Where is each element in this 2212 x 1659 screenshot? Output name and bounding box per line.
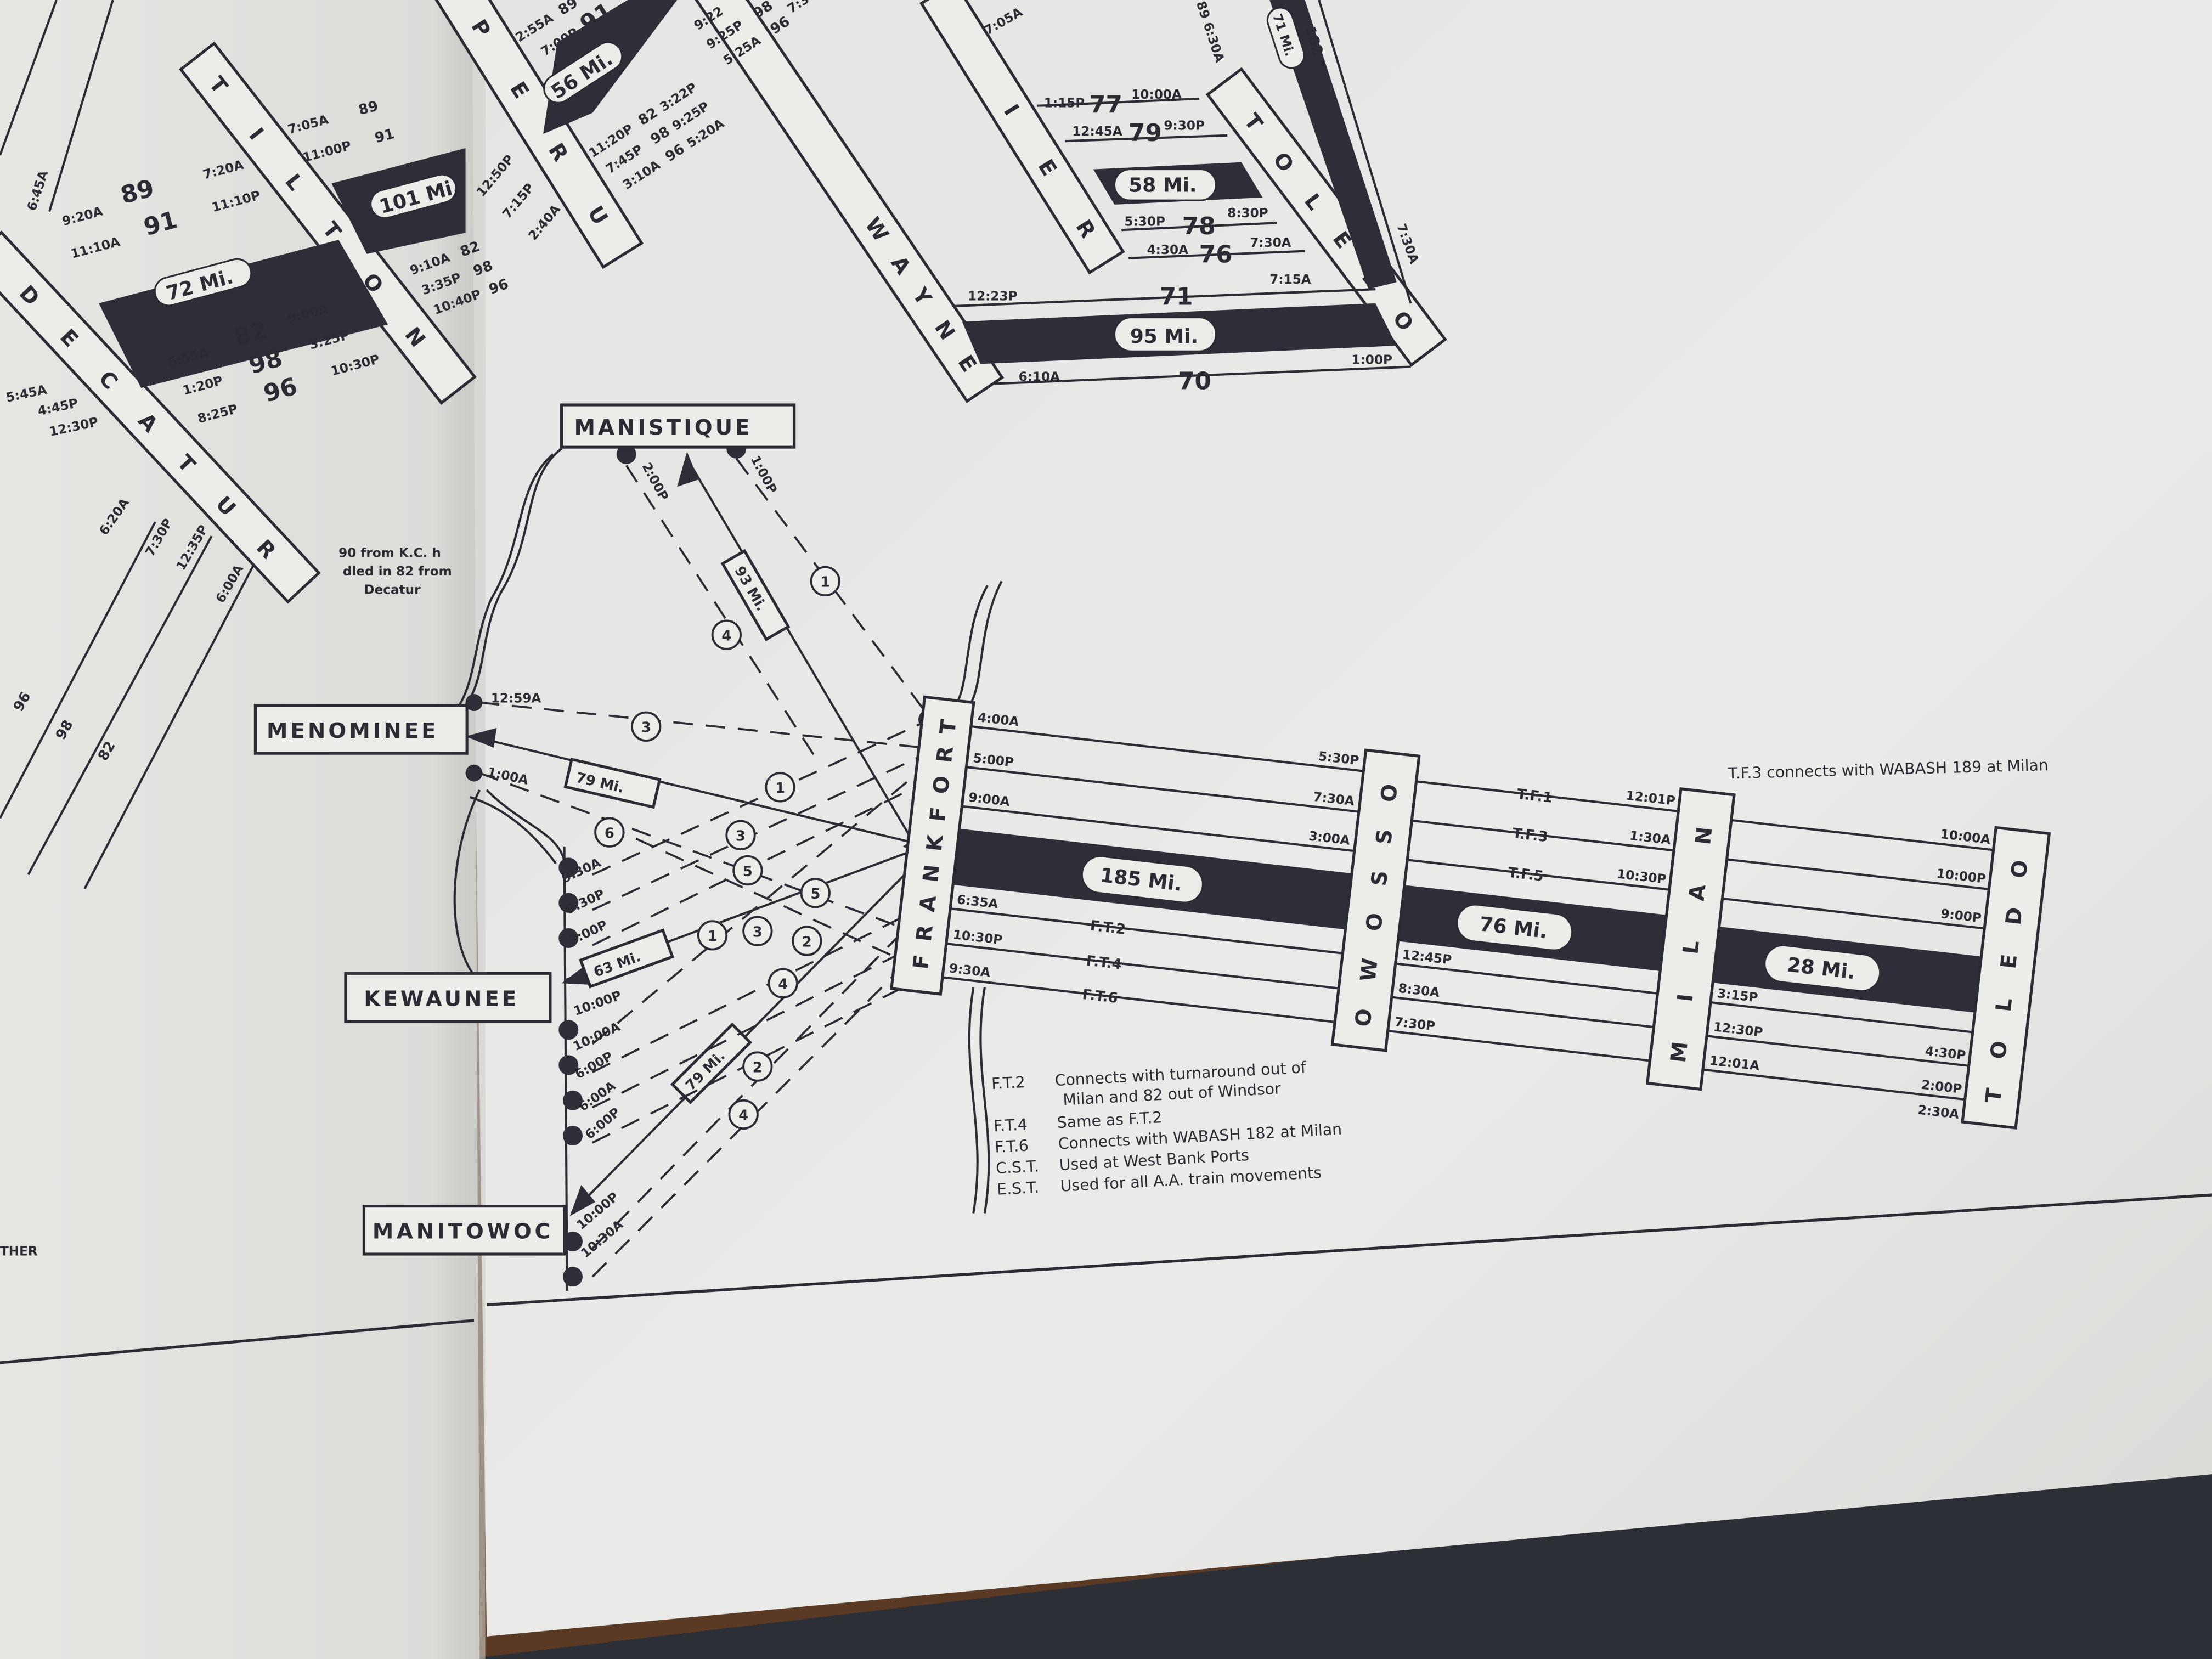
train-71-num: 71 <box>1160 283 1193 311</box>
boat-number: 3 <box>753 924 763 940</box>
boat-number: 5 <box>743 864 753 880</box>
train-79-dep: 12:45A <box>1072 125 1122 139</box>
boat-number: 2 <box>753 1059 763 1076</box>
port-box-menominee <box>253 704 469 755</box>
port-label-manitowoc: MANITOWOC <box>373 1220 553 1244</box>
boat-number-circle <box>631 711 662 742</box>
boat-number-circle <box>742 1051 773 1082</box>
boat-number: 2 <box>802 934 812 950</box>
gutter-shadow <box>454 0 486 1659</box>
train-78-arr: 8:30P <box>1227 206 1268 221</box>
fo-bot-2-train: F.T.4 <box>1085 953 1122 973</box>
om-top-3-train: T.F.5 <box>1507 865 1544 885</box>
lake-ports: MANISTIQUE MENOMINEE KEWAUNEE MANITOWOC … <box>253 403 1003 1291</box>
shoreline <box>453 448 566 974</box>
note-key-est: E.S.T. <box>996 1178 1039 1199</box>
station-box-tilton <box>178 41 477 405</box>
station-box-owosso <box>1330 748 1421 1052</box>
distance-58: 58 Mi. <box>1128 174 1197 197</box>
station-box-decatur <box>0 230 321 604</box>
left-note-2: dled in 82 from <box>343 565 452 579</box>
boat-number-circles: 1 4 3 1 6 3 5 5 3 1 2 4 2 4 <box>594 566 840 1130</box>
boat-number: 1 <box>708 928 718 945</box>
boat-number-circle <box>594 817 625 848</box>
train-76-num: 76 <box>1199 240 1233 268</box>
station-box-toledo <box>1961 826 2051 1130</box>
train-79-num: 79 <box>1128 119 1162 147</box>
port-box-kewaunee <box>344 972 552 1023</box>
note-key-cst: C.S.T. <box>995 1157 1039 1177</box>
train-76-arr: 7:30A <box>1250 236 1291 250</box>
boat-number: 1 <box>820 574 830 591</box>
train-70-arr: 1:00P <box>1351 353 1392 367</box>
menominee-time-1: 12:59A <box>491 692 541 706</box>
note-key-ft2: F.T.2 <box>991 1073 1025 1093</box>
boat-number-circle <box>742 916 773 946</box>
station-box-wayne <box>693 0 1005 403</box>
train-70-dep: 6:10A <box>1019 370 1060 384</box>
train-71-arr: 7:15A <box>1269 273 1311 287</box>
distance-band-71 <box>1269 0 1397 290</box>
train-77-num: 77 <box>1089 91 1122 119</box>
boat-number-circle <box>765 772 795 803</box>
boat-number-circle <box>810 566 840 597</box>
top-section: PERU WAYNE IER TOLEDO 71 Mi. 182 7:30A 6… <box>433 0 1447 403</box>
boat-number-circle <box>768 968 798 998</box>
boat-number-circle <box>728 1099 759 1130</box>
boat-number: 5 <box>810 886 820 902</box>
boat-number-circle <box>697 920 728 951</box>
station-box-ier <box>919 0 1125 275</box>
station-box-milan <box>1645 787 1736 1091</box>
route-menominee <box>472 735 917 845</box>
note-key-ft4: F.T.4 <box>993 1115 1028 1135</box>
distance-95: 95 Mi. <box>1130 325 1198 348</box>
train-77-dep: 1:15P <box>1044 96 1085 110</box>
train-71-dep: 12:23P <box>968 290 1018 304</box>
boat-number-circle <box>711 619 742 650</box>
left-note-1: 90 from K.C. h <box>338 546 441 561</box>
train-77-arr: 10:00A <box>1131 88 1182 102</box>
page-rule-right <box>486 1193 2212 1307</box>
om-top-2-train: T.F.3 <box>1511 825 1549 845</box>
train-79-arr: 9:30P <box>1164 119 1204 133</box>
route-182 <box>1318 0 1412 304</box>
port-box-manitowoc <box>362 1205 566 1256</box>
port-label-kewaunee: KEWAUNEE <box>364 986 519 1011</box>
fo-bot-3-train: F.T.6 <box>1081 986 1119 1007</box>
port-label-menominee: MENOMINEE <box>267 719 439 743</box>
train-70-num: 70 <box>1178 368 1211 396</box>
boat-number-circle <box>792 926 822 956</box>
boat-number: 3 <box>736 828 746 845</box>
page-rule-left <box>0 1319 475 1364</box>
right-page <box>465 0 2212 1637</box>
boat-number-circle <box>800 878 831 909</box>
left-note-3: Decatur <box>364 583 421 597</box>
train-78-num: 78 <box>1182 212 1216 240</box>
boat-number: 6 <box>605 825 614 842</box>
note-key-ft6: F.T.6 <box>994 1137 1029 1156</box>
boat-number: 4 <box>738 1108 748 1124</box>
boat-number: 4 <box>721 628 731 644</box>
boat-number: 3 <box>641 720 651 736</box>
route-manitowoc <box>570 850 929 1214</box>
boat-number: 4 <box>778 977 788 993</box>
boat-number: 1 <box>775 780 785 797</box>
left-fragment: THER <box>0 1245 38 1259</box>
om-top-1-train: T.F.1 <box>1516 786 1553 806</box>
boat-number-circle <box>732 855 763 886</box>
port-label-manistique: MANISTIQUE <box>574 415 753 440</box>
port-box-manistique <box>560 403 796 449</box>
fo-bot-1-train: F.T.2 <box>1090 918 1127 938</box>
train-78-dep: 5:30P <box>1124 215 1165 229</box>
distance-band-72 <box>99 240 388 388</box>
train-76-dep: 4:30A <box>1147 243 1189 257</box>
route-manistique <box>686 458 916 844</box>
boat-number-circle <box>725 820 756 850</box>
station-box-frankfort <box>890 695 975 996</box>
